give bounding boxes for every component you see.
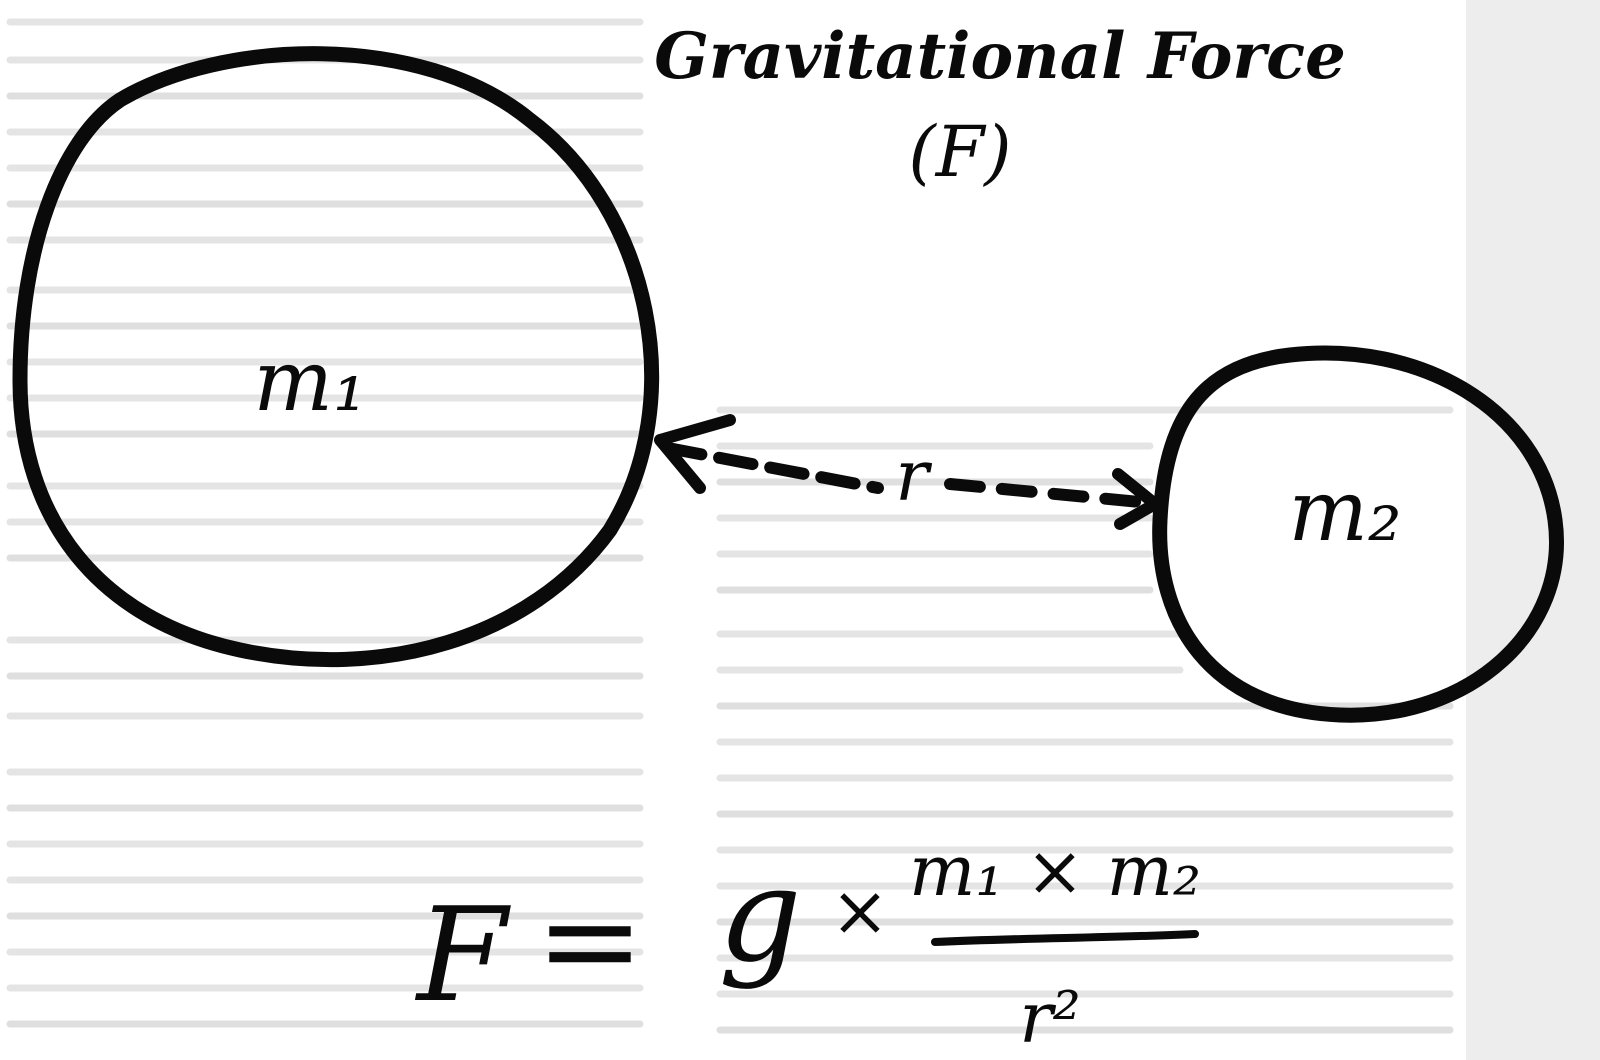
mass-2-circle: [1152, 345, 1564, 723]
arrowhead-left: [654, 414, 736, 494]
mass-1-label: m₁: [253, 332, 366, 430]
arrow-shaft-left: [662, 442, 884, 494]
arrowhead-right: [1112, 468, 1161, 530]
arrow-shaft-right: [944, 478, 1146, 508]
diagram-title: Gravitational Force: [654, 19, 1346, 94]
diagram-subtitle: (F): [908, 111, 1011, 193]
bleed-through-texture: [6, 18, 1454, 1034]
fraction-bar: [931, 930, 1199, 946]
gravity-equation: F = g × m₁ × m₂ r²: [415, 830, 1201, 1059]
mass-1-circle: [12, 46, 660, 668]
equation-times-sign: ×: [831, 870, 890, 952]
equation-numerator: m₁ × m₂: [909, 830, 1201, 912]
equation-constant: g: [718, 839, 801, 991]
equation-denominator: r²: [1019, 977, 1081, 1059]
equation-lhs-force: F: [415, 879, 512, 1031]
distance-arrow: [654, 414, 1161, 530]
distance-label: r: [895, 435, 932, 517]
page-edge-shadow: [1466, 0, 1600, 1060]
mass-2-label: m₂: [1288, 462, 1401, 560]
equation-equals-sign: =: [536, 864, 645, 1016]
